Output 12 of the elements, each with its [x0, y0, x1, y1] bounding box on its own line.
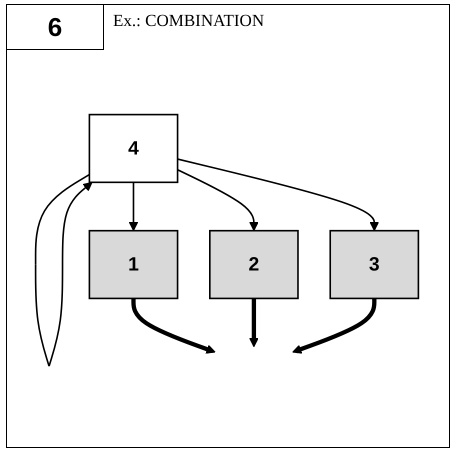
- figure-number: 6: [7, 5, 104, 50]
- arrow: [177, 158, 380, 232]
- title: Ex.: COMBINATION: [113, 11, 264, 31]
- arrow: [249, 298, 259, 348]
- node-box: 3: [329, 230, 420, 300]
- arrow: [177, 168, 259, 232]
- node-box: 4: [88, 114, 178, 184]
- node-box: 1: [88, 230, 178, 300]
- arrow: [292, 298, 376, 354]
- node-box: 2: [209, 230, 299, 300]
- arrow: [131, 298, 216, 354]
- arrow: [128, 182, 138, 232]
